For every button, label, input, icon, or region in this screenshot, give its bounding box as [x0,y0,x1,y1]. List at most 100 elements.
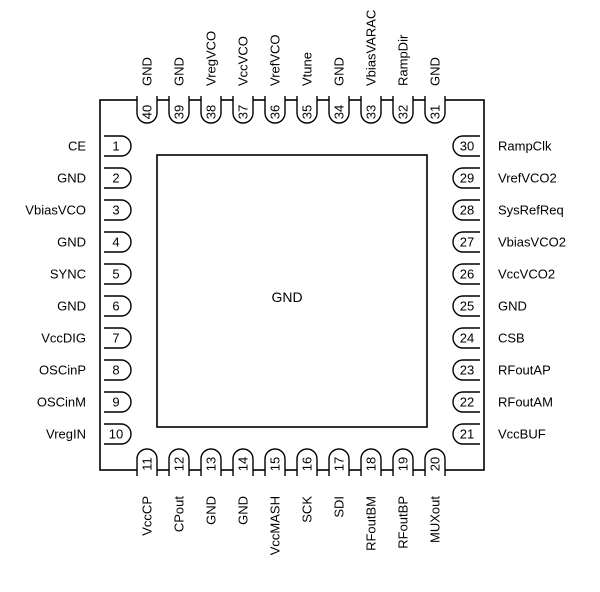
pin-pad [104,199,132,221]
pin-pad [452,391,480,413]
pin-label: GND [332,57,347,86]
pin-label: GND [140,57,155,86]
pin-label: VccVCO2 [498,267,555,282]
pin-pad [296,96,318,124]
pin-label: GND [204,496,219,525]
pin-label: GND [57,235,86,250]
pin-label: MUXout [428,496,443,543]
pin-pad [104,231,132,253]
pin-pad [328,96,350,124]
pin-number: 4 [112,235,119,250]
pin-label: VbiasVCO [25,203,86,218]
pin-label: VccCP [140,496,155,536]
pin-label: SysRefReq [498,203,564,218]
pin-number: 30 [460,139,474,154]
pin-label: RampDir [396,34,411,86]
pin-pad [424,96,446,124]
pin-label: VccDIG [41,331,86,346]
pin-pad [104,359,132,381]
pin-number: 35 [300,105,315,119]
pin-number: 2 [112,171,119,186]
pin-pad [104,167,132,189]
pin-number: 10 [109,427,123,442]
pin-pad [360,96,382,124]
pin-label: CPout [172,496,187,533]
pin-label: OSCinP [39,363,86,378]
pin-number: 17 [332,457,347,471]
pin-label: CE [68,139,86,154]
pin-number: 29 [460,171,474,186]
pin-23: 23 RFoutAP [452,359,551,381]
center-pad-label: GND [271,289,302,305]
pin-number: 37 [236,105,251,119]
pin-number: 19 [396,457,411,471]
pin-number: 33 [364,105,379,119]
pin-label: VregIN [46,427,86,442]
pin-label: RFoutBP [396,496,411,549]
pin-label: GND [428,57,443,86]
pin-number: 7 [112,331,119,346]
pin-label: VccVCO [236,36,251,86]
pin-number: 31 [428,105,443,119]
pin-label: VbiasVARAC [364,10,379,86]
pin-24: 24 CSB [452,327,525,349]
pin-pad [136,96,158,124]
pin-number: 38 [204,105,219,119]
pin-number: 27 [460,235,474,250]
pin-4: 4 GND [57,231,132,253]
pin-label: GND [236,496,251,525]
pin-pad [104,327,132,349]
pin-pad [296,448,318,476]
pin-label: SCK [300,496,315,523]
pin-pad [452,135,480,157]
pin-pad [232,96,254,124]
pin-pad [136,448,158,476]
pin-pad [264,448,286,476]
pin-pad [104,263,132,285]
pin-pad [452,295,480,317]
pin-number: 21 [460,427,474,442]
pin-label: RFoutAP [498,363,551,378]
pin-label: GND [172,57,187,86]
pin-label: CSB [498,331,525,346]
pin-pad [392,96,414,124]
pin-pad [168,448,190,476]
pin-label: VrefVCO [268,34,283,86]
pin-31: 31 GND [424,57,446,124]
pin-number: 23 [460,363,474,378]
pin-pad [452,199,480,221]
pin-pad [104,391,132,413]
pin-label: VccMASH [268,496,283,555]
pin-pad [104,423,132,445]
pin-pad [392,448,414,476]
pin-number: 25 [460,299,474,314]
pin-pad [232,448,254,476]
pin-number: 22 [460,395,474,410]
pin-pad [360,448,382,476]
pin-33: 33 VbiasVARAC [360,10,382,124]
pin-number: 1 [112,139,119,154]
pin-7: 7 VccDIG [41,327,132,349]
pin-number: 13 [204,457,219,471]
pin-number: 24 [460,331,474,346]
pin-label: SDI [332,496,347,518]
